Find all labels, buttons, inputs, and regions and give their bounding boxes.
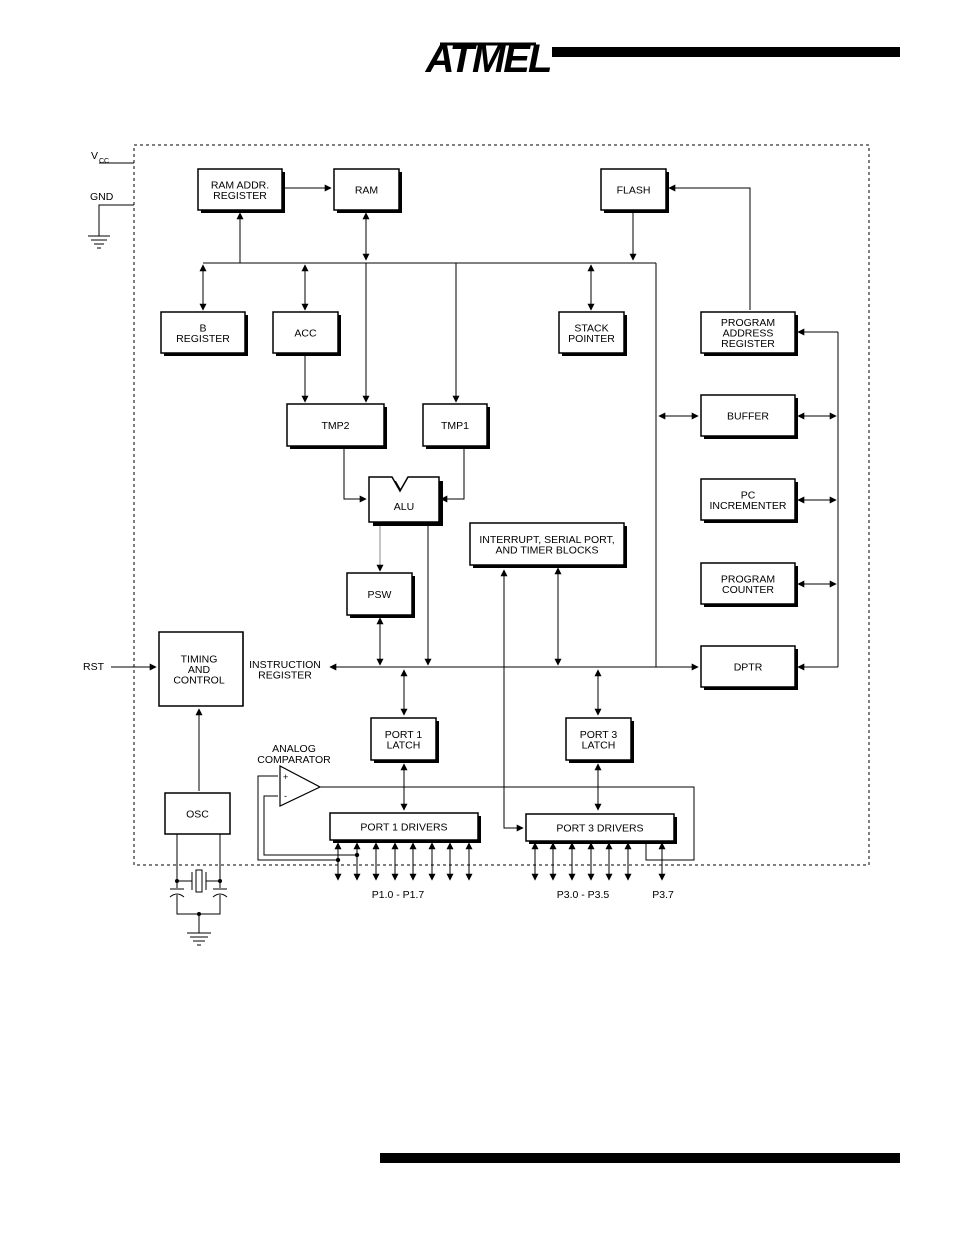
port3-drivers-label: PORT 3 DRIVERS	[556, 823, 643, 835]
interrupt-blocks-block: INTERRUPT, SERIAL PORT,AND TIMER BLOCKS	[469, 522, 627, 568]
program-counter-label: PROGRAM	[721, 573, 775, 585]
vcc-label: V	[91, 150, 98, 162]
flash-block: FLASH	[600, 168, 669, 213]
comparator-label-line1: ANALOG	[272, 743, 316, 755]
psw-label: PSW	[368, 589, 392, 601]
p1-pins-label: P1.0 - P1.7	[372, 889, 425, 901]
program-counter-label: COUNTER	[722, 584, 774, 596]
timing-control-label: TIMING	[181, 654, 218, 666]
comparator-plus-sign: +	[283, 772, 288, 782]
gnd-label: GND	[90, 191, 114, 203]
port1-pins	[334, 842, 473, 881]
instruction-register-label: INSTRUCTION	[249, 659, 321, 671]
interrupt-blocks-label: INTERRUPT, SERIAL PORT,	[479, 534, 614, 546]
program-address-register-label: REGISTER	[721, 338, 775, 350]
ram-addr-reg-label: REGISTER	[213, 190, 267, 202]
connections	[111, 184, 839, 863]
port1-drivers-block: PORT 1 DRIVERS	[329, 812, 481, 843]
osc-block: OSC	[164, 792, 231, 835]
crystal-circuit	[169, 834, 228, 946]
rst-label: RST	[83, 661, 105, 673]
ground-symbol-top	[88, 204, 134, 249]
alu-block: ALU	[368, 476, 443, 526]
ram-block: RAM	[333, 168, 402, 213]
chip-boundary	[133, 144, 870, 866]
tmp2-block: TMP2	[286, 403, 387, 449]
stack-pointer-label: POINTER	[568, 333, 615, 345]
port3-pins	[531, 842, 666, 881]
p37-pin-label: P3.7	[652, 889, 674, 901]
p3-pins-label: P3.0 - P3.5	[557, 889, 610, 901]
psw-block: PSW	[346, 572, 415, 618]
analog-comparator: + - ANALOG COMPARATOR	[257, 743, 331, 807]
acc-label: ACC	[294, 328, 317, 340]
flash-label: FLASH	[617, 185, 651, 197]
port1-latch-label: PORT 1	[385, 729, 423, 741]
acc-block: ACC	[272, 311, 341, 356]
osc-label: OSC	[186, 809, 209, 821]
b-register-label: B	[199, 322, 206, 334]
instruction-register-label: REGISTER	[258, 669, 312, 681]
ram-addr-reg-block: RAM ADDR.REGISTER	[197, 168, 285, 213]
ram-label: RAM	[355, 185, 378, 197]
buffer-block: BUFFER	[700, 394, 798, 439]
timing-control-label: AND	[188, 664, 211, 676]
atmel-logo: ATMEL	[425, 37, 553, 81]
program-address-register-label: ADDRESS	[723, 328, 774, 340]
pc-incrementer-label: PC	[741, 489, 756, 501]
tmp2-label: TMP2	[321, 420, 349, 432]
footer-rule	[380, 1153, 900, 1163]
program-address-register-label: PROGRAM	[721, 317, 775, 329]
alu-label: ALU	[394, 501, 414, 513]
port1-drivers-label: PORT 1 DRIVERS	[360, 822, 447, 834]
tmp1-block: TMP1	[422, 403, 490, 449]
buffer-label: BUFFER	[727, 411, 769, 423]
port3-drivers-block: PORT 3 DRIVERS	[525, 813, 677, 844]
dptr-block: DPTR	[700, 645, 798, 690]
tmp1-label: TMP1	[441, 420, 469, 432]
interrupt-blocks-label: AND TIMER BLOCKS	[495, 544, 598, 556]
timing-control-label: CONTROL	[173, 675, 224, 687]
comparator-minus-sign: -	[284, 791, 287, 801]
comparator-label-line2: COMPARATOR	[257, 754, 331, 766]
port1-latch-label: LATCH	[387, 739, 421, 751]
port3-latch-label: LATCH	[582, 739, 616, 751]
b-register-label: REGISTER	[176, 333, 230, 345]
pc-incrementer-label: INCREMENTER	[709, 500, 786, 512]
stack-pointer-label: STACK	[574, 322, 608, 334]
port3-latch-label: PORT 3	[580, 729, 618, 741]
ram-addr-reg-label: RAM ADDR.	[211, 179, 269, 191]
header-rule	[552, 47, 900, 57]
vcc-sub-label: CC	[99, 158, 109, 165]
dptr-label: DPTR	[734, 662, 763, 674]
